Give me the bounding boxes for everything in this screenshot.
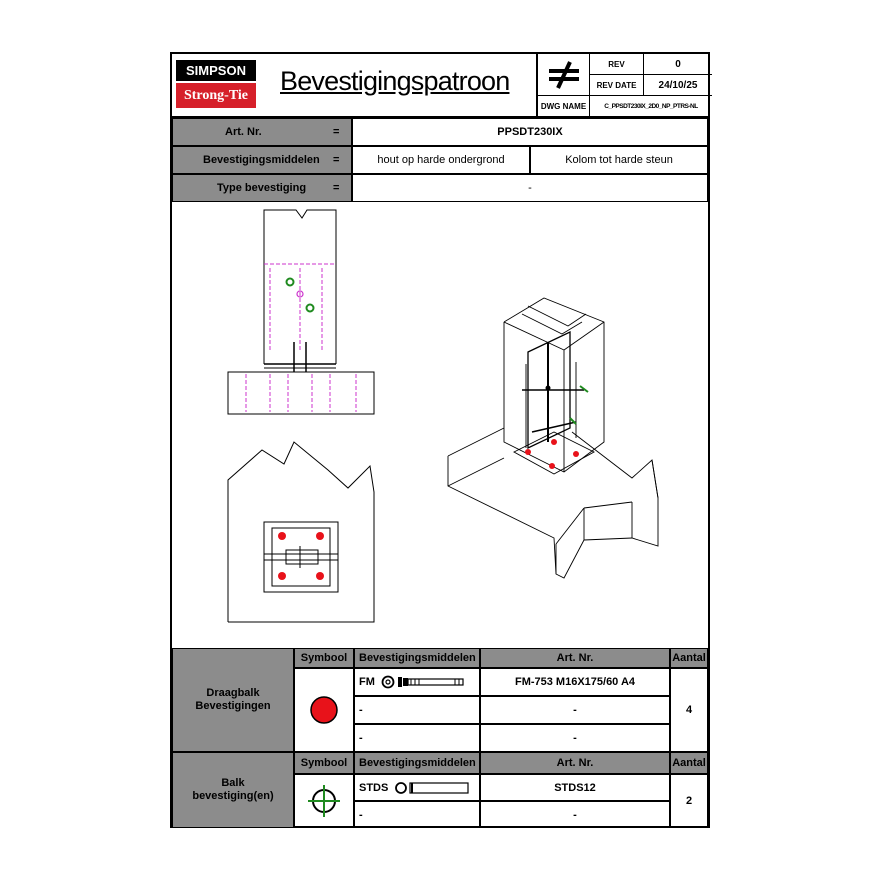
plan-anchor-3 bbox=[278, 572, 286, 580]
table1-header-aantal: Aantal bbox=[670, 648, 708, 668]
table2-header-art: Art. Nr. bbox=[480, 752, 670, 774]
stds-code: STDS bbox=[359, 781, 389, 794]
rev-label: REV bbox=[590, 54, 644, 75]
equals-sign: = bbox=[333, 126, 340, 138]
table2-aantal-value: 2 bbox=[670, 774, 708, 828]
plan-anchor-2 bbox=[316, 532, 324, 540]
plan-anchor-4 bbox=[316, 572, 324, 580]
table2-header-symbool: Symbool bbox=[294, 752, 354, 774]
info-table: Art. Nr. = PPSDT230IX Bevestigingsmiddel… bbox=[172, 118, 708, 202]
table2-row2-art: - bbox=[480, 801, 670, 828]
table1-row2-bev: - bbox=[354, 696, 480, 724]
anchor-bolt-icon bbox=[381, 675, 464, 689]
table1-symbol-cell bbox=[294, 668, 354, 752]
dwg-name-label: DWG NAME bbox=[538, 96, 590, 116]
logo-simpson-text: SIMPSON bbox=[176, 60, 256, 81]
table1-group-label: Draagbalk Bevestigingen bbox=[172, 648, 294, 752]
table1-aantal-value: 4 bbox=[670, 668, 708, 752]
rev-value: 0 bbox=[644, 54, 712, 75]
art-nr-value: PPSDT230IX bbox=[352, 118, 708, 146]
table1-row1-bev: FM bbox=[354, 668, 480, 696]
side-screw-1 bbox=[285, 277, 295, 287]
bevestigingsmiddelen-value-1: hout op harde ondergrond bbox=[352, 146, 530, 174]
table1-header-symbool: Symbool bbox=[294, 648, 354, 668]
equals-sign: = bbox=[333, 154, 340, 166]
type-bevestiging-label: Type bevestiging = bbox=[172, 174, 352, 202]
table1-row3-bev: - bbox=[354, 724, 480, 752]
not-equal-icon bbox=[538, 54, 590, 96]
bevestigingsmiddelen-label: Bevestigingsmiddelen = bbox=[172, 146, 352, 174]
table1-row3-art: - bbox=[480, 724, 670, 752]
bevestigingsmiddelen-label-text: Bevestigingsmiddelen bbox=[203, 154, 320, 166]
plate-plan-outer bbox=[263, 521, 339, 593]
bevestigingsmiddelen-value-2: Kolom tot harde steun bbox=[530, 146, 708, 174]
page-title: Bevestigingspatroon bbox=[280, 66, 510, 96]
table1-row2-art: - bbox=[480, 696, 670, 724]
type-bevestiging-value: - bbox=[352, 174, 708, 202]
type-bevestiging-label-text: Type bevestiging bbox=[217, 182, 307, 194]
base-side-outline bbox=[227, 371, 375, 415]
base-plan-outline bbox=[227, 441, 375, 623]
table2-row1-bev: STDS bbox=[354, 774, 480, 801]
header-divider bbox=[172, 116, 708, 118]
title-block-meta: DWG NAME REV 0 REV DATE 24/10/25 C_PPSDT… bbox=[536, 54, 712, 116]
fasteners-table-draagbalk: Draagbalk Bevestigingen Symbool Bevestig… bbox=[172, 648, 708, 752]
table1-row1-art: FM-753 M16X175/60 A4 bbox=[480, 668, 670, 696]
side-screw-2 bbox=[305, 303, 315, 313]
table2-group-label: Balk bevestiging(en) bbox=[172, 752, 294, 828]
table2-row2-bev: - bbox=[354, 801, 480, 828]
drawing-area bbox=[172, 202, 708, 648]
simpson-logo: SIMPSON Strong-Tie bbox=[176, 60, 256, 110]
red-anchor-symbol bbox=[310, 696, 338, 724]
rev-date-label: REV DATE bbox=[590, 75, 644, 96]
fm-code: FM bbox=[359, 676, 375, 688]
column-side-outline bbox=[263, 209, 337, 364]
logo-strongtie-text: Strong-Tie bbox=[176, 83, 256, 108]
iso-vertical-plate bbox=[527, 330, 571, 450]
fasteners-table-balk: Balk bevestiging(en) Symbool Bevestiging… bbox=[172, 752, 708, 828]
iso-base-outline bbox=[447, 431, 659, 579]
table2-header-aantal: Aantal bbox=[670, 752, 708, 774]
art-nr-label-text: Art. Nr. bbox=[225, 126, 262, 138]
table1-header-art: Art. Nr. bbox=[480, 648, 670, 668]
art-nr-label: Art. Nr. = bbox=[172, 118, 352, 146]
equals-sign: = bbox=[333, 182, 340, 194]
technical-drawing bbox=[227, 209, 659, 623]
rev-date-value: 24/10/25 bbox=[644, 75, 712, 96]
table1-header-bev: Bevestigingsmiddelen bbox=[354, 648, 480, 668]
plate-plan-inner bbox=[271, 527, 331, 587]
plan-anchor-1 bbox=[278, 532, 286, 540]
table2-header-bev: Bevestigingsmiddelen bbox=[354, 752, 480, 774]
table2-symbol-cell bbox=[294, 774, 354, 828]
green-crosshair-symbol bbox=[308, 785, 340, 817]
iso-base-plate bbox=[513, 431, 595, 475]
iso-column-outline bbox=[503, 297, 605, 473]
dwg-name-value: C_PPSDT230IX_2D0_NP_PTRS-NL bbox=[604, 102, 698, 110]
table2-row1-art: STDS12 bbox=[480, 774, 670, 801]
drawing-sheet: SIMPSON Strong-Tie Bevestigingspatroon D… bbox=[170, 52, 712, 828]
screw-icon bbox=[395, 781, 469, 794]
